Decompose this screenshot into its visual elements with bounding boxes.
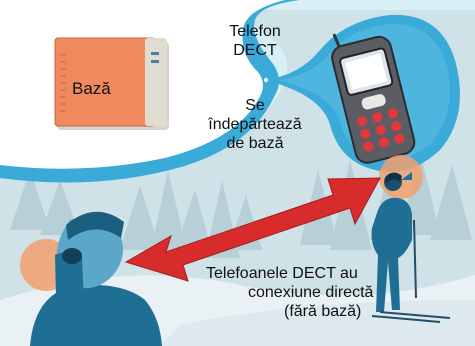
signal-dots <box>255 78 268 85</box>
dect-phone-label-line-1: Telefon <box>229 23 281 40</box>
direct-connection-caption: Telefoanele DECT au conexiune directă (f… <box>186 264 386 321</box>
moves-away-label: Se îndepărtează de bază <box>190 96 320 153</box>
dect-phone-label: Telefon DECT <box>205 22 305 60</box>
base-station-icon <box>54 37 169 130</box>
snow-track <box>160 300 475 346</box>
moves-away-line-3: de bază <box>226 135 284 152</box>
moves-away-line-1: Se <box>245 97 265 114</box>
double-arrow-icon <box>124 177 381 282</box>
person-on-phone-icon <box>30 211 162 346</box>
base-label: Bază <box>72 79 111 98</box>
cordless-phone-icon <box>331 33 416 164</box>
direct-caption-line-2: conexiune directă <box>248 284 374 301</box>
direct-caption-line-1: Telefoanele DECT au <box>206 265 358 282</box>
direct-caption-line-3: (fără bază) <box>284 303 362 320</box>
skier-icon <box>371 172 451 323</box>
moves-away-line-2: îndepărtează <box>208 116 302 133</box>
dect-phone-label-line-2: DECT <box>233 42 277 59</box>
